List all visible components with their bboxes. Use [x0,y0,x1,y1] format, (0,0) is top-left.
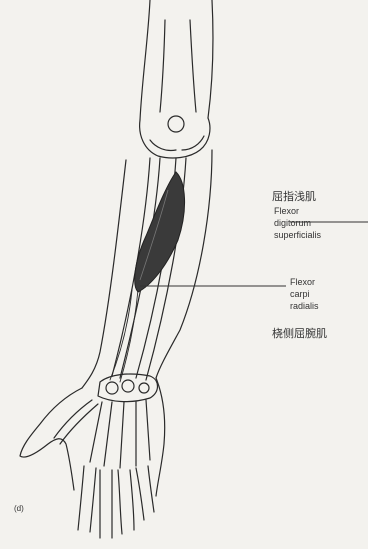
humerus-bone [160,20,196,112]
hand-outline [20,388,82,490]
elbow-joint [140,118,210,158]
fcr-label-line3: radialis [290,301,319,312]
finger-little [136,466,154,520]
fds-chinese-label: 屈指浅肌 [272,190,316,203]
tendons [110,290,138,382]
finger-ring [118,470,134,534]
fcr-label-line2: carpi [290,289,310,300]
fcr-label-line1: Flexor [290,277,315,288]
fds-label-line2: digitorum [274,218,311,229]
fds-label-line1: Flexor [274,206,299,217]
panel-label: (d) [14,504,24,513]
finger-middle [100,470,112,538]
upper-arm-outline [140,0,150,120]
fcr-chinese-label: 桡侧屈腕肌 [272,327,327,340]
finger-index [78,466,96,532]
metacarpals [90,400,150,468]
fds-label-line3: superficialis [274,230,321,241]
thumb-bones [54,400,98,444]
